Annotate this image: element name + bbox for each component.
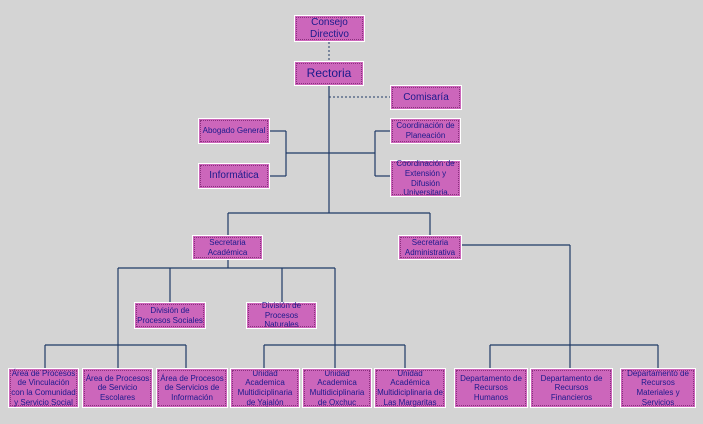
- unidad-yajalon-label: Unidad Academica Multidiciplinaria de Ya…: [237, 368, 293, 407]
- unidad-oxchuc-box: Unidad Academica Multidiciplinaria de Ox…: [302, 368, 372, 408]
- comisaria-label: Comisaría: [403, 91, 449, 103]
- area-escolares-label: Área de Procesos de Servicio Escolares: [85, 373, 150, 402]
- rectoria-box: Rectoria: [294, 61, 364, 86]
- coordinacion-extension-label: Coordinación de Extensión y Difusión Uni…: [396, 159, 455, 198]
- consejo-directivo-label: Consejo Directivo: [310, 16, 349, 40]
- coordinacion-planeacion-box: Coordinación de Planeación: [390, 118, 461, 144]
- division-naturales-box: División de Procesos Naturales: [246, 301, 317, 330]
- departamento-humanos-label: Departamento de Recursos Humanos: [460, 373, 522, 402]
- area-informacion-box: Área de Procesos de Servicios de Informa…: [156, 368, 228, 408]
- unidad-margaritas-label: Unidad Académica Multidiciplinaria de La…: [377, 368, 443, 407]
- departamento-financieros-label: Departamento de Recursos Financieros: [540, 373, 603, 402]
- departamento-humanos-box: Departamento de Recursos Humanos: [454, 368, 528, 408]
- coordinacion-extension-box: Coordinación de Extensión y Difusión Uni…: [390, 159, 461, 198]
- coordinacion-planeacion-label: Coordinación de Planeación: [396, 121, 455, 140]
- departamento-materiales-label: Departamento de Recursos Materiales y Se…: [627, 368, 689, 407]
- rectoria-label: Rectoria: [306, 66, 352, 81]
- unidad-margaritas-box: Unidad Académica Multidiciplinaria de La…: [374, 368, 446, 408]
- departamento-financieros-box: Departamento de Recursos Financieros: [530, 368, 613, 408]
- secretaria-administrativa-label: Secretaria Administrativa: [404, 237, 456, 257]
- secretaria-administrativa-box: Secretaria Administrativa: [398, 235, 462, 260]
- area-vinculacion-label: Área de Procesos de Vinculación con la C…: [11, 368, 76, 407]
- abogado-general-label: Abogado General: [202, 126, 266, 136]
- area-vinculacion-box: Área de Procesos de Vinculación con la C…: [8, 368, 79, 408]
- area-informacion-label: Área de Procesos de Servicios de Informa…: [160, 373, 224, 402]
- secretaria-academica-box: Secretaria Académica: [192, 235, 263, 260]
- secretaria-academica-label: Secretaria Académica: [207, 237, 248, 257]
- abogado-general-box: Abogado General: [198, 118, 270, 144]
- unidad-oxchuc-label: Unidad Academica Multidiciplinaria de Ox…: [309, 368, 365, 407]
- area-escolares-box: Área de Procesos de Servicio Escolares: [82, 368, 153, 408]
- division-sociales-label: División de Procesos Sociales: [137, 305, 203, 325]
- division-naturales-label: División de Procesos Naturales: [261, 301, 302, 330]
- informatica-label: Informática: [209, 170, 259, 181]
- comisaria-box: Comisaría: [390, 85, 462, 110]
- consejo-directivo-box: Consejo Directivo: [294, 15, 365, 42]
- division-sociales-box: División de Procesos Sociales: [134, 302, 206, 329]
- informatica-box: Informática: [198, 163, 270, 189]
- departamento-materiales-box: Departamento de Recursos Materiales y Se…: [620, 368, 696, 408]
- unidad-yajalon-box: Unidad Academica Multidiciplinaria de Ya…: [230, 368, 300, 408]
